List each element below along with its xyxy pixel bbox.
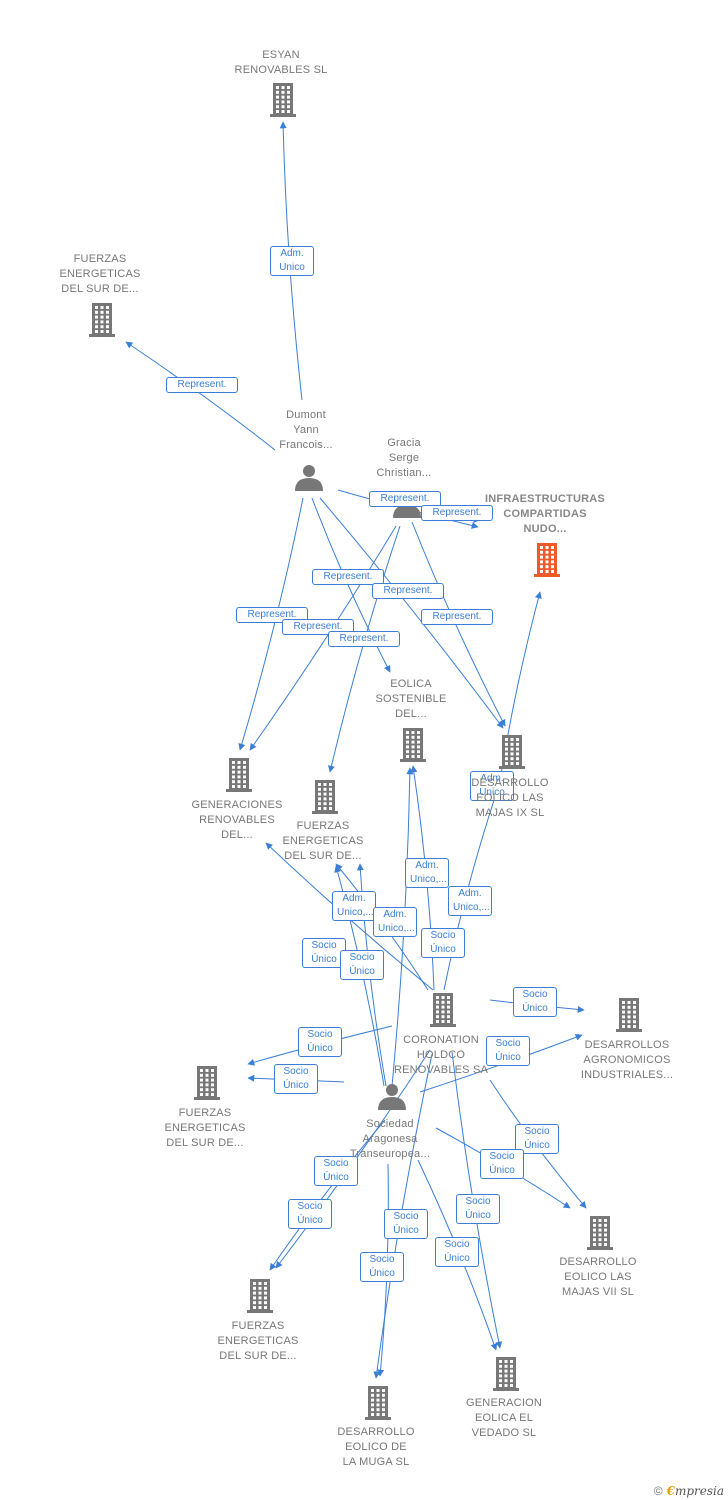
building-icon[interactable] (400, 728, 426, 762)
node-label-dumont[interactable]: Dumont Yann Francois... (279, 409, 333, 451)
edge-dumont-to-majas9 (319, 497, 504, 729)
edge-label[interactable]: Socio Único (274, 1064, 318, 1094)
building-icon[interactable] (226, 758, 252, 792)
edge-label[interactable]: Represent. (312, 569, 384, 585)
edge-label[interactable]: Socio Único (302, 938, 346, 968)
person-icon[interactable] (295, 465, 323, 491)
edge-label[interactable]: Adm. Unico (270, 246, 314, 276)
node-label-fuerzas1[interactable]: FUERZAS ENERGETICAS DEL SUR DE... (59, 253, 141, 295)
building-icon[interactable] (499, 735, 525, 769)
node-label-fuerzas3[interactable]: FUERZAS ENERGETICAS DEL SUR DE... (164, 1107, 246, 1149)
footer-brand: ©€mpresia (654, 1484, 724, 1498)
edge-dumont-to-eolica (311, 497, 391, 673)
building-icon[interactable] (616, 998, 642, 1032)
edge-label[interactable]: Socio Único (360, 1252, 404, 1282)
edge-label[interactable]: Socio Único (486, 1036, 530, 1066)
copyright-mark: © (653, 1484, 663, 1498)
building-icon[interactable] (534, 543, 560, 577)
building-icon[interactable] (247, 1279, 273, 1313)
edge-dumont-to-fuerzas1 (125, 341, 276, 451)
edge-label[interactable]: Socio Único (340, 950, 384, 980)
building-icon[interactable] (365, 1386, 391, 1420)
node-label-eolica[interactable]: EOLICA SOSTENIBLE DEL... (375, 678, 447, 720)
node-label-vedado[interactable]: GENERACION EOLICA EL VEDADO SL (466, 1397, 542, 1439)
edge-label[interactable]: Adm. Unico,... (405, 858, 449, 888)
node-label-muga[interactable]: DESARROLLO EOLICO DE LA MUGA SL (337, 1426, 415, 1468)
node-label-esyan[interactable]: ESYAN RENOVABLES SL (234, 49, 328, 76)
node-label-agronomicos[interactable]: DESARROLLOS AGRONOMICOS INDUSTRIALES... (580, 1039, 674, 1081)
edge-label[interactable]: Adm. Unico,... (373, 907, 417, 937)
building-icon[interactable] (270, 83, 296, 117)
edge-label[interactable]: Adm. Unico (470, 771, 514, 801)
node-label-sociedad[interactable]: Sociedad Aragonesa Transeuropea... (349, 1118, 431, 1160)
node-label-fuerzas2[interactable]: FUERZAS ENERGETICAS DEL SUR DE... (282, 820, 364, 862)
edge-label[interactable]: Socio Único (314, 1156, 358, 1186)
edge-label[interactable]: Represent. (421, 505, 493, 521)
building-icon[interactable] (493, 1357, 519, 1391)
building-icon[interactable] (430, 993, 456, 1027)
edge-label[interactable]: Represent. (328, 631, 400, 647)
building-icon[interactable] (312, 780, 338, 814)
person-icon[interactable] (378, 1084, 406, 1110)
node-label-gracia[interactable]: Gracia Serge Christian... (376, 437, 432, 479)
edge-label[interactable]: Represent. (372, 583, 444, 599)
building-icon[interactable] (194, 1066, 220, 1100)
edge-label[interactable]: Socio Único (421, 928, 465, 958)
edge-label[interactable]: Represent. (369, 491, 441, 507)
edge-label[interactable]: Adm. Unico,... (332, 891, 376, 921)
edge-label[interactable]: Socio Único (513, 987, 557, 1017)
node-label-coronation[interactable]: CORONATION HOLDCO RENOVABLES SA (393, 1034, 489, 1076)
node-label-generaciones[interactable]: GENERACIONES RENOVABLES DEL... (191, 799, 283, 841)
edge-gracia-to-fuerzas2 (328, 525, 401, 773)
edge-sociedad-to-fuerzas4 (269, 1119, 386, 1271)
node-label-majas9[interactable]: DESARROLLO EOLICO LAS MAJAS IX SL (471, 777, 549, 819)
edge-label[interactable]: Adm. Unico,... (448, 886, 492, 916)
node-label-fuerzas4[interactable]: FUERZAS ENERGETICAS DEL SUR DE... (217, 1320, 299, 1362)
edge-label[interactable]: Socio Único (456, 1194, 500, 1224)
building-icon[interactable] (89, 303, 115, 337)
node-label-infra[interactable]: INFRAESTRUCTURAS COMPARTIDAS NUDO... (485, 493, 605, 535)
brand-logo: €mpresia (666, 1484, 724, 1498)
edge-label[interactable]: Socio Único (298, 1027, 342, 1057)
edge-gracia-to-generaciones (249, 525, 397, 751)
node-label-majas7[interactable]: DESARROLLO EOLICO LAS MAJAS VII SL (559, 1256, 637, 1298)
building-icon[interactable] (587, 1216, 613, 1250)
edge-label[interactable]: Socio Único (384, 1209, 428, 1239)
edge-dumont-to-generaciones (238, 497, 304, 751)
edge-label[interactable]: Represent. (421, 609, 493, 625)
edge-label[interactable]: Socio Único (288, 1199, 332, 1229)
edge-label[interactable]: Socio Único (480, 1149, 524, 1179)
edge-label[interactable]: Socio Único (435, 1237, 479, 1267)
edge-label[interactable]: Represent. (166, 377, 238, 393)
